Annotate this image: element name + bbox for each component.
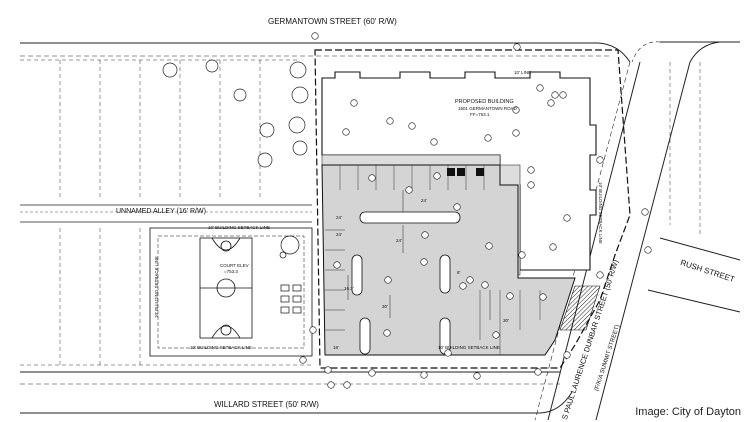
keynote-circle [551, 91, 559, 99]
keynote-circle [512, 129, 520, 137]
dim-8: 8' [457, 270, 461, 275]
alley-lines [20, 204, 312, 223]
alley-label: UNNAMED ALLEY (16' R/W) [116, 208, 206, 215]
keynote-circle [559, 91, 567, 99]
building-ff: FF=753.1 [470, 112, 490, 117]
keynote-circle [368, 369, 376, 377]
keynote-circle [342, 128, 350, 136]
keynote-circle [484, 134, 492, 142]
keynote-circle [383, 329, 391, 337]
keynote-circle [453, 203, 461, 211]
keynote-circle [324, 366, 332, 374]
willard-street-lines [20, 371, 573, 414]
dim-16-3: 16.3' [344, 286, 354, 291]
keynote-circle [563, 214, 571, 222]
keynote-circle [430, 138, 438, 146]
setback-top-label: 10' BUILDING SETBACK LINE [208, 225, 270, 230]
keynote-circle [368, 174, 376, 182]
setback-bottom-label: 10' BUILDING SETBACK LINE [190, 345, 252, 350]
dim-30-b: 30' [503, 318, 509, 323]
germantown-street-label: GERMANTOWN STREET (60' R/W) [268, 17, 397, 26]
keynote-circle [299, 356, 307, 364]
building-title: PROPOSED BUILDING [455, 99, 514, 105]
keynote-circle [527, 166, 535, 174]
keynote-circle [549, 243, 557, 251]
basketball-court [149, 227, 313, 357]
court-label: COURT ELEV [220, 263, 249, 268]
keynote-circle [333, 261, 341, 269]
playground [279, 235, 302, 314]
keynote-circle [527, 181, 535, 189]
hatched-area [559, 285, 601, 331]
setback-lot-label: 10' BUILDING SETBACK LINE [438, 345, 500, 350]
keynote-circle [536, 84, 544, 92]
keynote-circle [327, 381, 335, 389]
keynote-circle [408, 122, 416, 130]
keynote-circle [547, 99, 555, 107]
trees [162, 59, 309, 168]
keynote-circle [420, 258, 428, 266]
keynote-circle [466, 276, 474, 284]
keynote-circle [384, 276, 392, 284]
dim-24-d: 24' [396, 238, 402, 243]
setback-right-label: 10' BUILDING SETBACK LINE [598, 182, 603, 244]
germantown-street-lines [20, 41, 740, 63]
keynote-circle [492, 331, 500, 339]
keynote-circle [473, 372, 481, 380]
parking-stalls [325, 165, 541, 355]
keynote-circle [512, 106, 520, 114]
keynote-circle [563, 351, 571, 359]
dim-30-a: 30' [382, 304, 388, 309]
accessible-parking-icons [447, 168, 484, 176]
parking-islands [351, 211, 461, 355]
keynote-circle [350, 99, 358, 107]
dim-18: 18' [333, 345, 339, 350]
keynote-circle [506, 292, 514, 300]
dimension-lines [347, 190, 491, 320]
keynote-circle [405, 186, 413, 194]
keynote-circle [433, 172, 441, 180]
keynote-circle [485, 242, 493, 250]
keynote-circle [641, 208, 649, 216]
keynote-circle [596, 271, 604, 279]
keynote-circle [539, 293, 547, 301]
keynote-markers [299, 32, 652, 389]
court-elev: =753.3 [224, 269, 238, 274]
keynote-circle [444, 349, 452, 357]
setback-left-label: 10' BUILDING SETBACK LINE [154, 256, 159, 318]
willard-street-label: WILLARD STREET (50' R/W) [214, 400, 319, 409]
keynote-circle [311, 32, 319, 40]
image-credit: Image: City of Dayton [632, 405, 744, 419]
keynote-circle [420, 371, 428, 379]
keynote-circle [481, 281, 489, 289]
setback-topline-label: 10' LINE [514, 70, 532, 75]
keynote-circle [513, 43, 521, 51]
keynote-circle [518, 251, 526, 259]
dim-24-c: 24' [336, 232, 342, 237]
keynote-circle [386, 117, 394, 125]
keynote-circle [534, 368, 542, 376]
dim-24-b: 24' [336, 215, 342, 220]
parcel-lines [20, 59, 701, 366]
keynote-circle [309, 326, 317, 334]
rush-street-lines [647, 237, 741, 313]
keynote-circle [596, 156, 604, 164]
keynote-circle [421, 231, 429, 239]
keynote-circle [459, 282, 467, 290]
building-address: 1501 GERMANTOWN ROAD [458, 106, 517, 111]
keynote-circle [644, 246, 652, 254]
dim-24-a: 24' [421, 198, 427, 203]
keynote-circle [343, 381, 351, 389]
